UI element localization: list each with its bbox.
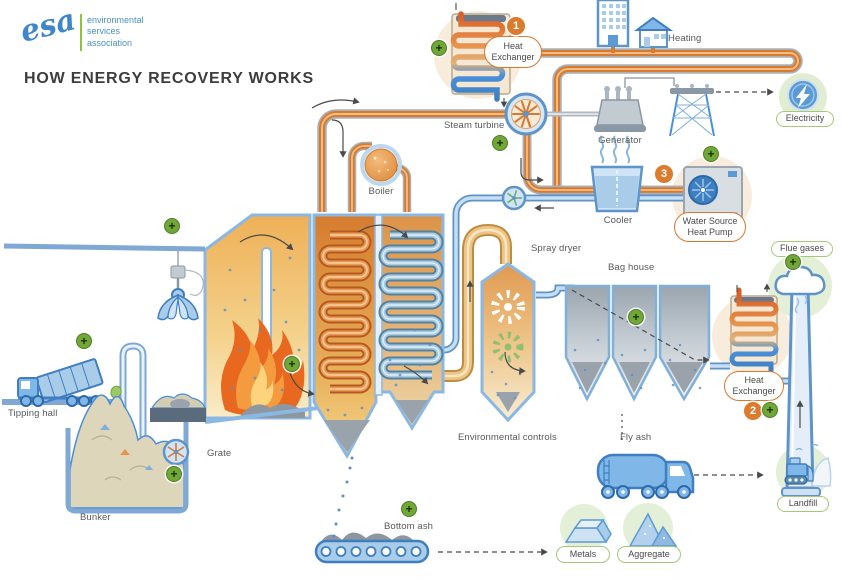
plus-icon: + — [166, 466, 182, 482]
logo-divider — [80, 14, 82, 51]
label-bag-house: Bag house — [608, 262, 655, 273]
bottom-ash-conveyor — [314, 456, 430, 564]
cooler-icon — [590, 135, 644, 213]
plus-icon: + — [628, 309, 644, 325]
heat-exchanger-1-icon — [450, 3, 511, 106]
grate-slope — [204, 406, 319, 424]
flue-gas-cloud-icon — [774, 265, 826, 314]
step-badge-2: 2 — [744, 402, 762, 420]
heating-buildings-icon — [596, 0, 674, 53]
boiler-icon — [360, 144, 402, 186]
plus-icon: + — [703, 146, 719, 162]
plus-icon: + — [431, 40, 447, 56]
plus-icon: + — [401, 501, 417, 517]
label-cooler: Cooler — [603, 215, 633, 226]
dashed-connectors — [438, 88, 774, 556]
plus-icon: + — [785, 254, 801, 270]
pill-water-source-heat-pump: Water Source Heat Pump — [674, 212, 746, 242]
label-bottom-ash: Bottom ash — [384, 521, 434, 532]
spray-dryer-vessel — [480, 262, 536, 423]
lightning-icon — [796, 84, 810, 108]
aggregate-icon — [628, 512, 678, 547]
district-heating-pipe — [512, 47, 803, 190]
right-hopper-ash — [396, 400, 428, 424]
label-steam-turbine: Steam turbine — [444, 120, 505, 131]
main-steam-pipe — [317, 109, 506, 212]
plus-icon: + — [492, 135, 508, 151]
plus-icon: + — [762, 402, 778, 418]
label-bunker: Bunker — [80, 512, 111, 523]
fly-ash-truck-icon — [596, 453, 695, 499]
label-tipping-hall: Tipping hall — [8, 408, 58, 419]
label-generator: Generator — [598, 135, 642, 146]
flames-icon — [221, 318, 305, 417]
falling-ash-particles — [332, 456, 354, 538]
flue-gas-duct — [443, 223, 512, 382]
label-environmental-controls: Environmental controls — [458, 432, 557, 443]
pill-landfill: Landfill — [777, 496, 829, 512]
economizer-coil — [378, 230, 444, 380]
furnace — [203, 213, 445, 460]
step-badge-3: 3 — [655, 165, 673, 183]
label-boiler: Boiler — [368, 186, 394, 197]
flow-arrows — [239, 97, 804, 428]
pill-heat-exchanger-1: Heat Exchanger — [484, 36, 542, 68]
pill-flue-gases: Flue gases — [771, 241, 833, 257]
steam-turbine-icon — [504, 92, 548, 136]
grab-crane-icon — [157, 249, 204, 321]
feed-tray-and-grate — [150, 393, 206, 466]
spray-nozzle-icon — [491, 290, 525, 324]
turbine-exhaust-pipe — [522, 134, 686, 195]
label-spray-dryer: Spray dryer — [531, 243, 582, 254]
metals-ingot-icon — [564, 518, 612, 544]
page-title: HOW ENERGY RECOVERY WORKS — [24, 70, 314, 87]
label-fly-ash: Fly ash — [620, 432, 652, 443]
plus-icon: + — [164, 218, 180, 234]
spray-dryer-to-baghouse-pipe — [536, 284, 574, 299]
label-grate: Grate — [207, 448, 232, 459]
logo-org-name: environmental services association — [87, 15, 144, 48]
superheater-coil — [318, 230, 372, 394]
label-heating: Heating — [668, 33, 702, 44]
generator-icon — [594, 77, 675, 132]
furnace-particles — [223, 256, 432, 417]
landfill-icon — [784, 443, 832, 487]
condensate-pump-icon — [501, 185, 527, 211]
condensate-return-pipe — [443, 194, 686, 354]
heat-exchanger-2-icon — [729, 285, 779, 374]
pill-metals: Metals — [556, 546, 610, 563]
pill-electricity: Electricity — [776, 111, 834, 127]
pill-heat-exchanger-2: Heat Exchanger — [724, 371, 784, 401]
plus-icon: + — [76, 333, 92, 349]
plus-icon: + — [284, 356, 300, 372]
mid-hopper-ash — [324, 420, 370, 452]
step-badge-1: 1 — [507, 17, 525, 35]
electricity-pylon-icon — [669, 84, 715, 137]
pill-aggregate: Aggregate — [617, 546, 681, 563]
electricity-icon — [787, 79, 819, 111]
birds-icon — [795, 443, 819, 451]
bag-house — [564, 284, 711, 402]
lime-spray-icon — [492, 331, 524, 363]
